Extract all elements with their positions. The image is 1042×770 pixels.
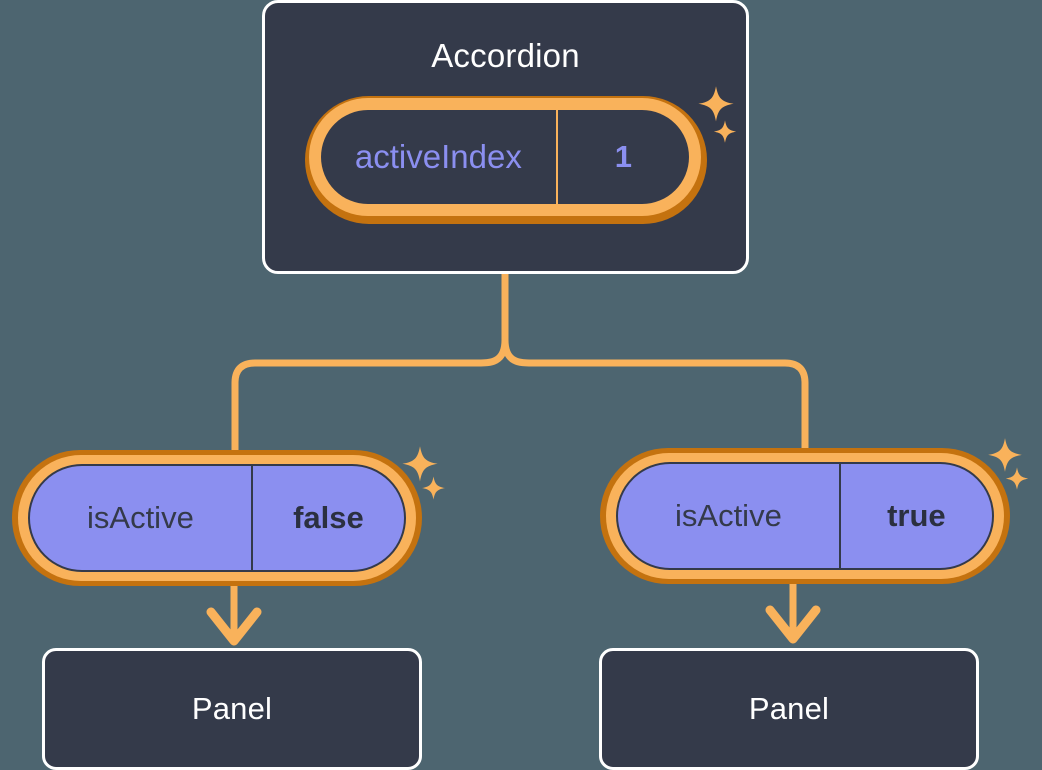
component-title-accordion: Accordion bbox=[431, 37, 580, 74]
state-pill-isactive-left[interactable]: isActive false bbox=[12, 450, 422, 586]
wire-branch-left bbox=[231, 336, 509, 456]
component-box-panel-right[interactable]: Panel bbox=[599, 648, 979, 770]
pill-body: isActive false bbox=[28, 464, 406, 572]
state-pill-isactive-right[interactable]: isActive true bbox=[600, 448, 1010, 584]
state-value-label: 1 bbox=[614, 139, 632, 174]
component-box-panel-left[interactable]: Panel bbox=[42, 648, 422, 770]
arrow-head-left bbox=[206, 607, 262, 646]
state-pill-activeindex[interactable]: activeIndex 1 bbox=[305, 96, 707, 224]
pill-body: activeIndex 1 bbox=[321, 110, 689, 204]
arrow-head-right bbox=[765, 605, 821, 644]
wire-branch-right bbox=[501, 336, 809, 456]
state-key-label: isActive bbox=[618, 464, 841, 568]
component-title-panel-left: Panel bbox=[191, 691, 273, 726]
sparkle-icon bbox=[421, 476, 446, 500]
state-key-label: isActive bbox=[30, 466, 253, 570]
state-value-label: false bbox=[293, 500, 364, 535]
component-title-panel-right: Panel bbox=[748, 691, 830, 726]
state-key-label: activeIndex bbox=[321, 110, 558, 204]
pill-body: isActive true bbox=[616, 462, 994, 570]
state-value-label: true bbox=[887, 498, 946, 533]
